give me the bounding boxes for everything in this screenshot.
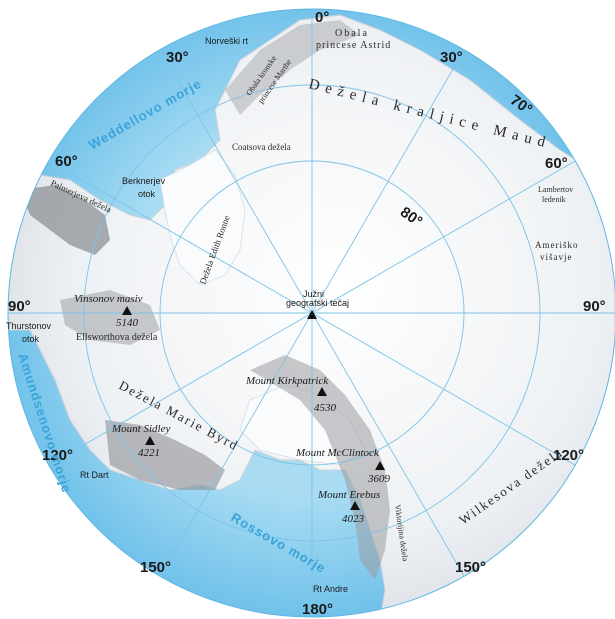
peak-mcclintock-name: Mount McClintock [295,447,380,459]
label-norveski-rt: Norveški rt [205,36,249,46]
degree-90-left: 90° [8,298,31,315]
degree-0: 0° [315,9,329,26]
rock-marie-byrd [105,420,225,490]
peak-vinsonov-elev: 5140 [116,317,139,329]
label-amerisko-1: Ameriško [535,240,579,250]
peak-kirkpatrick-elev: 4530 [314,402,337,414]
label-obala-princese-1: Obala [335,28,369,39]
label-lambertov-2: ledenik [542,195,566,204]
label-coatsova: Coatsova dežela [232,142,291,152]
rock-transantarctic [250,355,390,580]
label-obala-princese-2: princese Astrid [316,40,391,51]
peak-kirkpatrick-name: Mount Kirkpatrick [245,375,329,387]
label-amerisko-2: višavje [540,252,573,262]
degree-90-right: 90° [583,298,606,315]
label-thurstonov-1: Thurstonov [6,321,52,331]
label-berknerjev-1: Berknerjev [122,176,166,186]
degree-150-right: 150° [455,559,486,576]
degree-150-left: 150° [140,559,171,576]
degree-120-left: 120° [42,447,73,464]
rock-palmer [20,185,110,255]
degree-30-right: 30° [440,49,463,66]
label-rt-andre: Rt Andre [313,584,348,594]
label-juzni-1: Južni [303,289,324,299]
label-lambertov-1: Lambertov [538,185,573,194]
peak-triangle-icon [317,387,327,396]
label-rt-dart: Rt Dart [80,470,109,480]
label-ellsworthova: Ellsworthova dežela [76,332,158,343]
peak-erebus-name: Mount Erebus [317,489,380,501]
peak-sidley-name: Mount Sidley [111,423,170,435]
label-berknerjev-2: otok [138,189,156,199]
peak-erebus-elev: 4023 [342,513,365,525]
degree-180: 180° [302,601,333,618]
degree-60-left: 60° [55,153,78,170]
peak-sidley-elev: 4221 [138,447,160,459]
peak-triangle-icon [122,306,132,315]
peak-vinsonov-name: Vinsonov masiv [74,293,143,305]
peak-triangle-icon [145,436,155,445]
degree-30-left: 30° [166,49,189,66]
pole-triangle-icon [307,310,317,319]
peak-mcclintock-elev: 3609 [367,473,391,485]
label-thurstonov-2: otok [22,334,40,344]
peak-triangle-icon [350,501,360,510]
peak-triangle-icon [375,461,385,470]
label-juzni-2: geografski tečaj [286,298,349,308]
degree-60-right: 60° [545,155,568,172]
degree-120-right: 120° [553,447,584,464]
